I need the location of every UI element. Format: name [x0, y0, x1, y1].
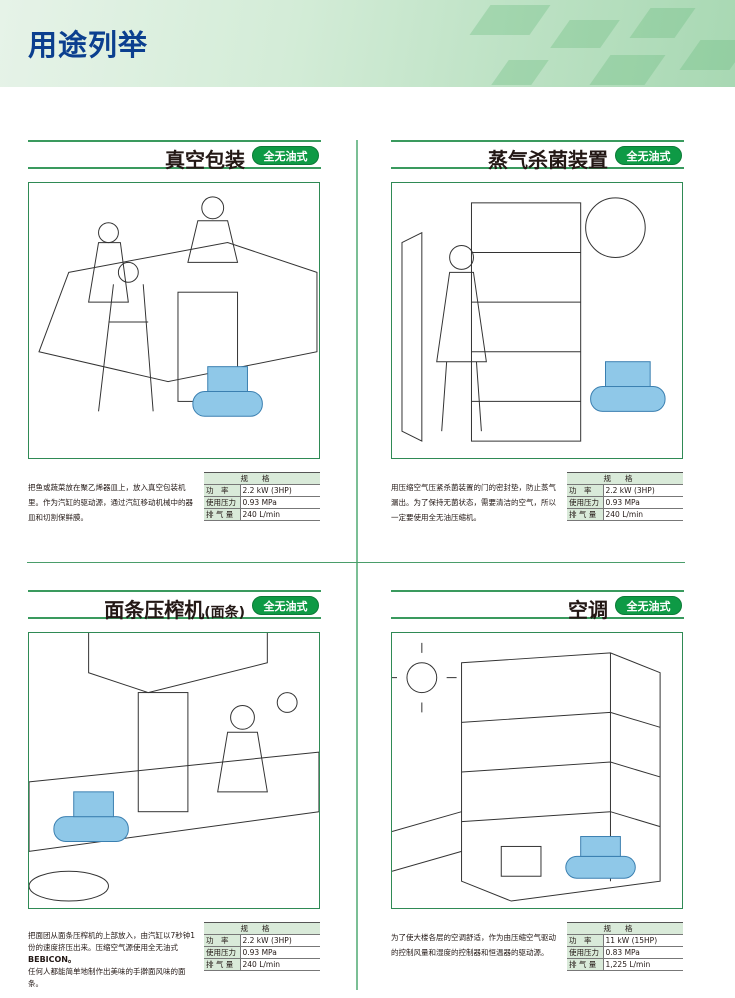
spec-pressure: 0.93 MPa: [240, 946, 320, 959]
spec-header: 规格: [204, 922, 320, 935]
vertical-divider: [356, 140, 358, 990]
vacuum-packaging-illustration: [28, 182, 320, 459]
spec-header: 规格: [567, 922, 683, 935]
spec-pressure: 0.93 MPa: [240, 496, 320, 509]
panel-description: 把鱼或蔬菜放在聚乙烯器皿上，放入真空包装机里。作为汽缸的驱动源，通过汽缸移动机械…: [28, 483, 193, 522]
steam-sterilizer-illustration: [391, 182, 683, 459]
panel-titlebar: 空调 全无油式: [391, 590, 684, 622]
panel-title-sub: (面条): [204, 605, 245, 621]
horizontal-divider: [27, 562, 685, 563]
air-conditioning-illustration: [391, 632, 683, 909]
page-title: 用途列举: [28, 28, 149, 62]
panel-title: 蒸气杀菌装置: [488, 148, 608, 172]
panel-description: 把面团从面条压榨机的上部放入，由汽缸以7秒钟1份的速度挤压出来。压缩空气源使用全…: [28, 930, 198, 990]
spec-label-pressure: 使用压力: [204, 496, 241, 509]
spec-label-flow: 排 气 量: [567, 508, 604, 521]
spec-label-pressure: 使用压力: [204, 946, 241, 959]
spec-label-power: 功 率: [204, 484, 241, 497]
spec-flow: 240 L/min: [240, 508, 320, 521]
panel-titlebar: 蒸气杀菌装置 全无油式: [391, 140, 684, 172]
panel-title: 真空包装: [165, 148, 245, 172]
spec-label-pressure: 使用压力: [567, 946, 604, 959]
spec-label-flow: 排 气 量: [204, 508, 241, 521]
panel-title: 空调: [568, 598, 608, 622]
spec-power: 2.2 kW (3HP): [240, 484, 320, 497]
spec-pressure: 0.83 MPa: [603, 946, 683, 959]
noodle-press-illustration: [28, 632, 320, 909]
spec-label-flow: 排 气 量: [204, 958, 241, 971]
spec-power: 2.2 kW (3HP): [603, 484, 683, 497]
spec-label-power: 功 率: [567, 934, 604, 947]
spec-header: 规格: [567, 472, 683, 485]
spec-flow: 240 L/min: [603, 508, 683, 521]
oil-free-badge: 全无油式: [252, 596, 319, 615]
description-text: 把面团从面条压榨机的上部放入，由汽缸以7秒钟1份的速度挤压出来。压缩空气源使用全…: [28, 931, 196, 952]
oil-free-badge: 全无油式: [252, 146, 319, 165]
panel-title: 面条压榨机(面条): [104, 594, 245, 623]
spec-label-flow: 排 气 量: [567, 958, 604, 971]
spec-power: 2.2 kW (3HP): [240, 934, 320, 947]
panel-titlebar: 真空包装 全无油式: [28, 140, 321, 172]
spec-header: 规格: [204, 472, 320, 485]
panel-title-main: 面条压榨机: [104, 598, 205, 622]
spec-label-pressure: 使用压力: [567, 496, 604, 509]
brand-name: BEBICON。: [28, 955, 77, 964]
description-text-2: 任何人都能简单地制作出美味的手擀面风味的面条。: [28, 967, 186, 988]
spec-pressure: 0.93 MPa: [603, 496, 683, 509]
oil-free-badge: 全无油式: [615, 146, 682, 165]
spec-label-power: 功 率: [567, 484, 604, 497]
spec-flow: 240 L/min: [240, 958, 320, 971]
panel-titlebar: 面条压榨机(面条) 全无油式: [28, 590, 321, 622]
spec-label-power: 功 率: [204, 934, 241, 947]
spec-flow: 1,225 L/min: [603, 958, 683, 971]
panel-description: 用压缩空气压紧杀菌装置的门的密封垫，防止蒸气漏出。为了保持无菌状态，需要清洁的空…: [391, 483, 556, 522]
spec-power: 11 kW (15HP): [603, 934, 683, 947]
panel-description: 为了使大楼各层的空调舒适，作为由压缩空气驱动的控制风量和湿度的控制器和恒温器的驱…: [391, 933, 556, 957]
page-header: 用途列举: [0, 0, 735, 87]
oil-free-badge: 全无油式: [615, 596, 682, 615]
